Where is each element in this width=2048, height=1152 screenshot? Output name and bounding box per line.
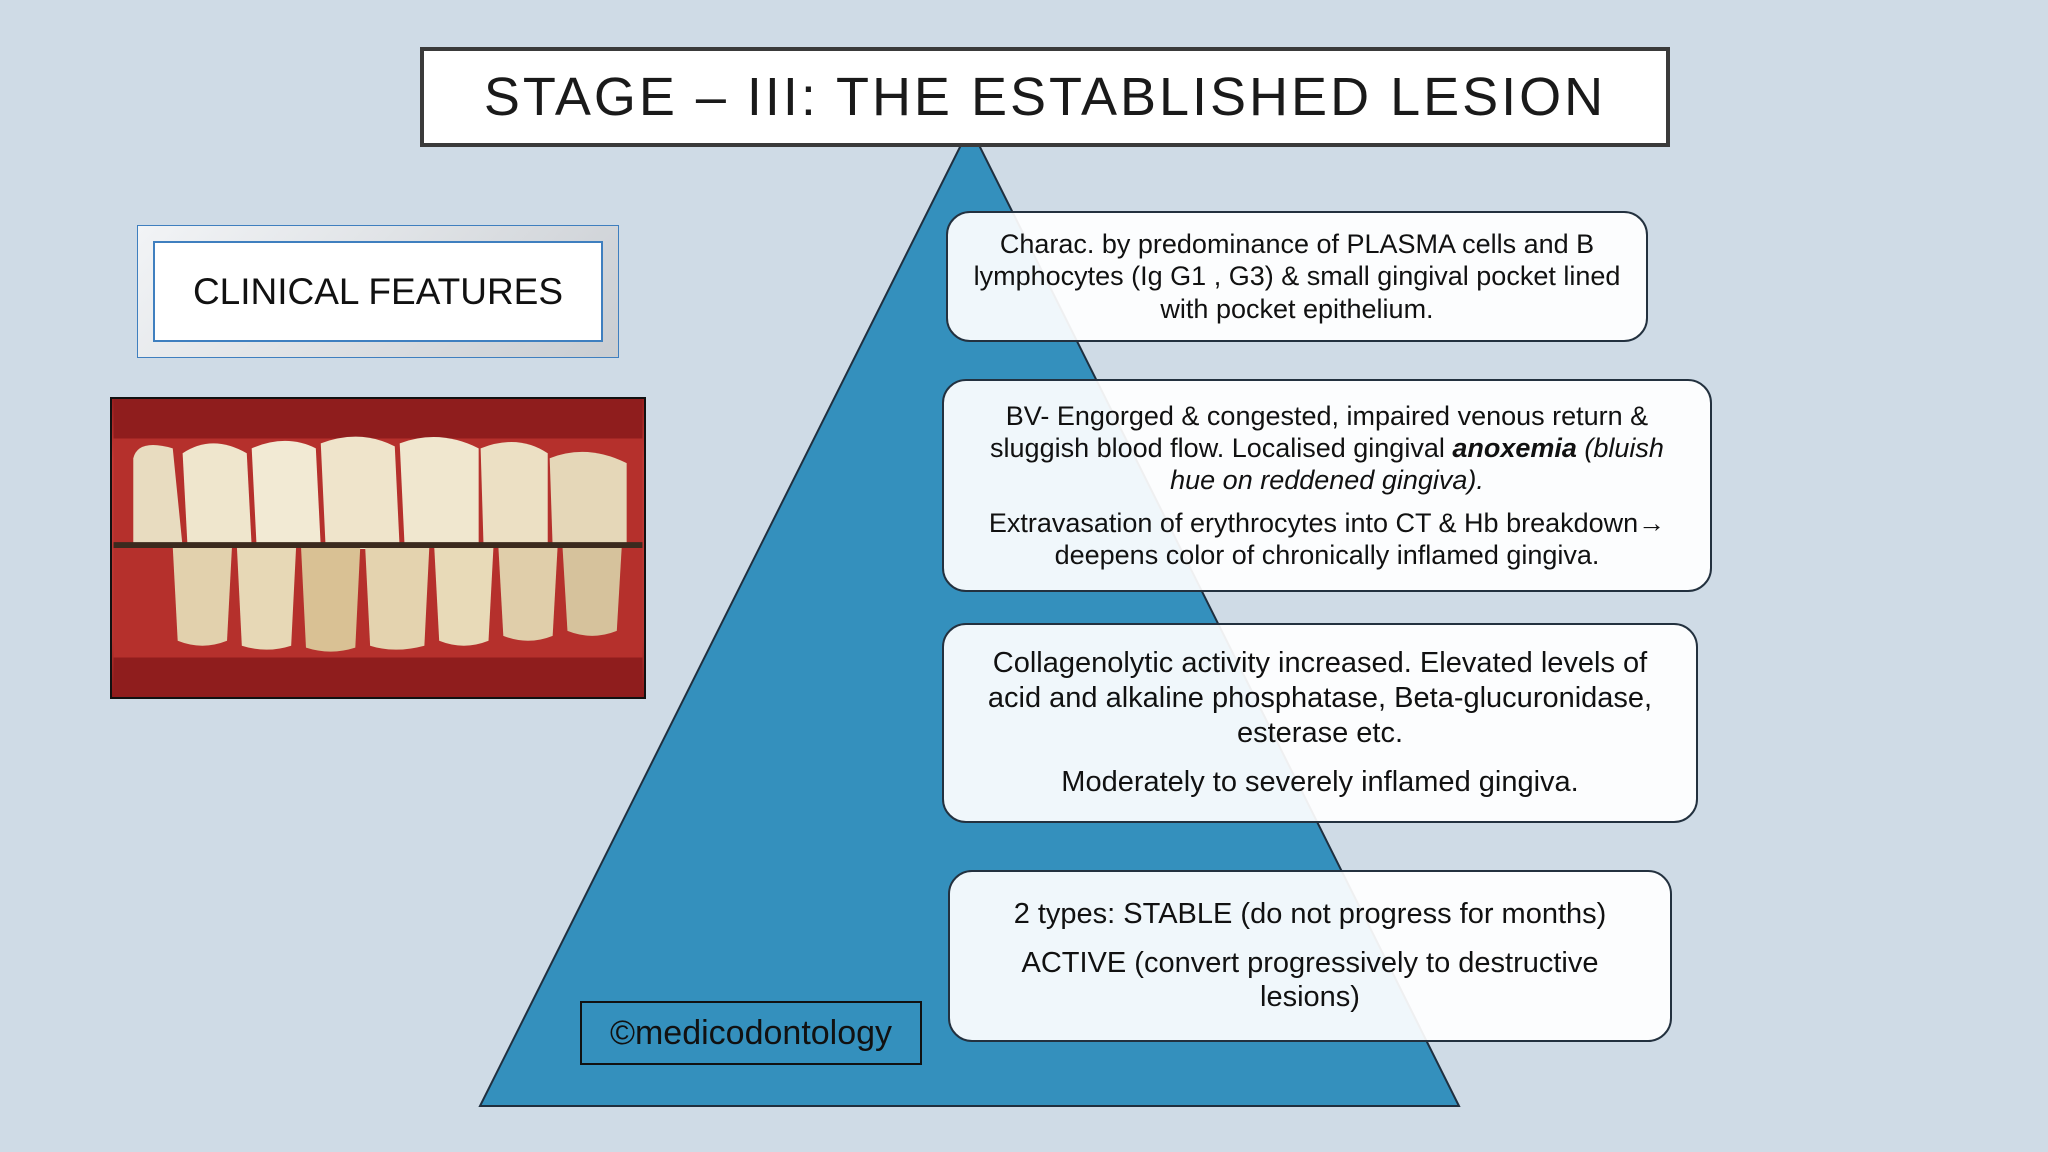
extravasation-text: Extravasation of erythrocytes into CT & … <box>988 507 1666 571</box>
collagenolytic-card: Collagenolytic activity increased. Eleva… <box>942 623 1698 823</box>
clinical-features-button: CLINICAL FEATURES <box>137 225 619 358</box>
teeth-gingivitis-icon <box>113 399 643 697</box>
blood-vessel-card: BV- Engorged & congested, impaired venou… <box>942 379 1712 592</box>
bv-prefix: BV- Engorged & congested, impaired venou… <box>990 400 1649 463</box>
slide-title: STAGE – III: THE ESTABLISHED LESION <box>420 47 1670 147</box>
lesion-types-card: 2 types: STABLE (do not progress for mon… <box>948 870 1672 1042</box>
card3-line1: Collagenolytic activity increased. Eleva… <box>987 647 1653 749</box>
teeth-photo <box>110 397 646 699</box>
anoxemia-emphasis: anoxemia <box>1452 432 1577 463</box>
copyright-watermark: ©medicodontology <box>580 1001 922 1065</box>
pyramid-triangle <box>478 124 1461 1107</box>
clinical-features-label: CLINICAL FEATURES <box>153 241 603 342</box>
bv-paragraph: BV- Engorged & congested, impaired venou… <box>966 400 1688 497</box>
card1-text: Charac. by predominance of PLASMA cells … <box>973 228 1621 324</box>
card3-line2: Moderately to severely inflamed gingiva. <box>1061 765 1579 798</box>
bv-suffix: (bluish hue on reddened gingiva). <box>1170 432 1664 496</box>
card4-line1: 2 types: STABLE (do not progress for mon… <box>1013 897 1607 930</box>
card4-line2: ACTIVE (convert progressively to destruc… <box>1021 946 1599 1014</box>
plasma-cells-card: Charac. by predominance of PLASMA cells … <box>946 211 1648 342</box>
